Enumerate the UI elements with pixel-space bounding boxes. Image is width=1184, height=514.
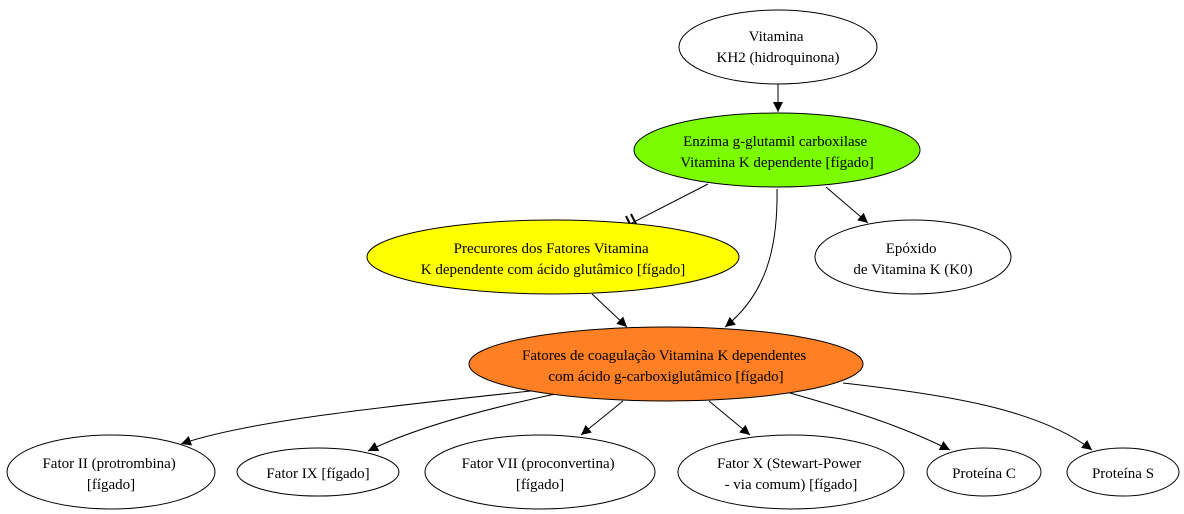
node-enzima-line-1: Enzima g-glutamil carboxilase (683, 134, 867, 150)
node-fatores: Fatores de coagulação Vitamina K depende… (468, 326, 864, 402)
edge-fatores-proteinaS (842, 382, 1093, 451)
node-precursores-line-1: Precurores dos Fatores Vitamina (454, 241, 649, 257)
svg-text:Vitamina KH2 (hidroquino: Vitamina KH2 (hidroquinona) (717, 29, 840, 66)
svg-text:Precurores dos Fatores Vitamin: Precurores dos Fatores Vitamina K depend… (421, 241, 686, 278)
node-fator10-line-2: - via comum) [fígado] (725, 477, 858, 493)
edge-enzima-epoxido (825, 186, 869, 224)
node-precursores: Precurores dos Fatores Vitamina K depend… (366, 219, 740, 295)
node-epoxido-line-2: de Vitamina K (K0) (853, 262, 972, 278)
node-fator10: Fator X (Stewart-Power - via comum) [fíg… (677, 434, 905, 510)
edge-fatores-proteinaC (789, 392, 951, 451)
edge-enzima-precursores (627, 183, 709, 226)
node-proteinaS: Proteína S (1066, 447, 1180, 497)
node-fator10-shape (677, 434, 905, 510)
edge-precursores-fatores (591, 293, 628, 328)
svg-text:Fator IX [fígado]: Fator IX [fígado] (266, 466, 369, 482)
node-fator7: Fator VII (proconvertina) [fígado] (424, 434, 656, 510)
node-fator9-line-1: Fator IX [fígado] (266, 466, 369, 482)
edge-fatores-fator2 (180, 389, 541, 446)
node-proteinaC-line-1: Proteína C (952, 466, 1016, 482)
node-fatores-shape (468, 326, 864, 402)
edge-enzima-fatores (724, 188, 778, 328)
node-enzima-line-2: Vitamina K dependente [fígado] (680, 155, 874, 171)
svg-text:Fatores de coagulação Vitamina: Fatores de coagulação Vitamina K depende… (522, 348, 810, 385)
edges (180, 84, 1093, 452)
node-epoxido-line-1: Epóxido (886, 241, 937, 257)
svg-text:Proteína C: Proteína C (952, 466, 1016, 482)
node-proteinaS-shape (1066, 447, 1180, 497)
node-enzima: Enzima g-glutamil carboxilase Vitamina K… (633, 112, 921, 188)
node-fator7-line-2: [fígado] (516, 477, 564, 493)
node-fator10-line-1: Fator X (Stewart-Power (717, 456, 861, 472)
edge-fatores-fator10 (708, 400, 751, 436)
node-fator2: Fator II (protrombina) [fígado] (6, 434, 216, 510)
svg-text:Fator II (protrombina) [: Fator II (protrombina) [fígado] (42, 456, 179, 493)
node-vitamina: Vitamina KH2 (hidroquinona) (678, 9, 878, 85)
svg-text:Epóxido de Vitamina K (K: Epóxido de Vitamina K (K0) (853, 241, 972, 278)
node-fator7-shape (424, 434, 656, 510)
svg-text:Fator X (Stewart-Power -: Fator X (Stewart-Power - via comum) [fíg… (717, 456, 865, 493)
node-precursores-shape (366, 219, 740, 295)
node-fatores-line-1: Fatores de coagulação Vitamina K depende… (522, 348, 806, 364)
node-fator2-line-2: [fígado] (87, 477, 135, 493)
node-vitamina-line-2: KH2 (hidroquinona) (717, 50, 840, 66)
edge-fatores-fator7 (580, 400, 624, 436)
node-proteinaC: Proteína C (926, 447, 1042, 497)
node-epoxido-shape (814, 219, 1012, 295)
node-fator7-line-1: Fator VII (proconvertina) (462, 456, 615, 472)
node-proteinaS-line-1: Proteína S (1092, 466, 1154, 482)
svg-text:Fator VII (proconvertina): Fator VII (proconvertina) [fígado] (462, 456, 619, 493)
node-fatores-line-2: com ácido g-carboxiglutâmico [fígado] (548, 369, 783, 385)
svg-text:Enzima g-glutamil carboxilase: Enzima g-glutamil carboxilase Vitamina K… (680, 134, 874, 171)
edge-fatores-fator9 (367, 392, 561, 452)
node-fator2-line-1: Fator II (protrombina) (42, 456, 175, 472)
node-fator2-shape (6, 434, 216, 510)
node-vitamina-line-1: Vitamina (749, 29, 804, 45)
node-epoxido: Epóxido de Vitamina K (K0) (814, 219, 1012, 295)
node-vitamina-shape (678, 9, 878, 85)
node-proteinaC-shape (926, 447, 1042, 497)
node-fator9-shape (236, 447, 400, 497)
node-enzima-shape (633, 112, 921, 188)
node-fator9: Fator IX [fígado] (236, 447, 400, 497)
node-precursores-line-2: K dependente com ácido glutâmico [fígado… (421, 262, 686, 278)
svg-text:Proteína S: Proteína S (1092, 466, 1154, 482)
